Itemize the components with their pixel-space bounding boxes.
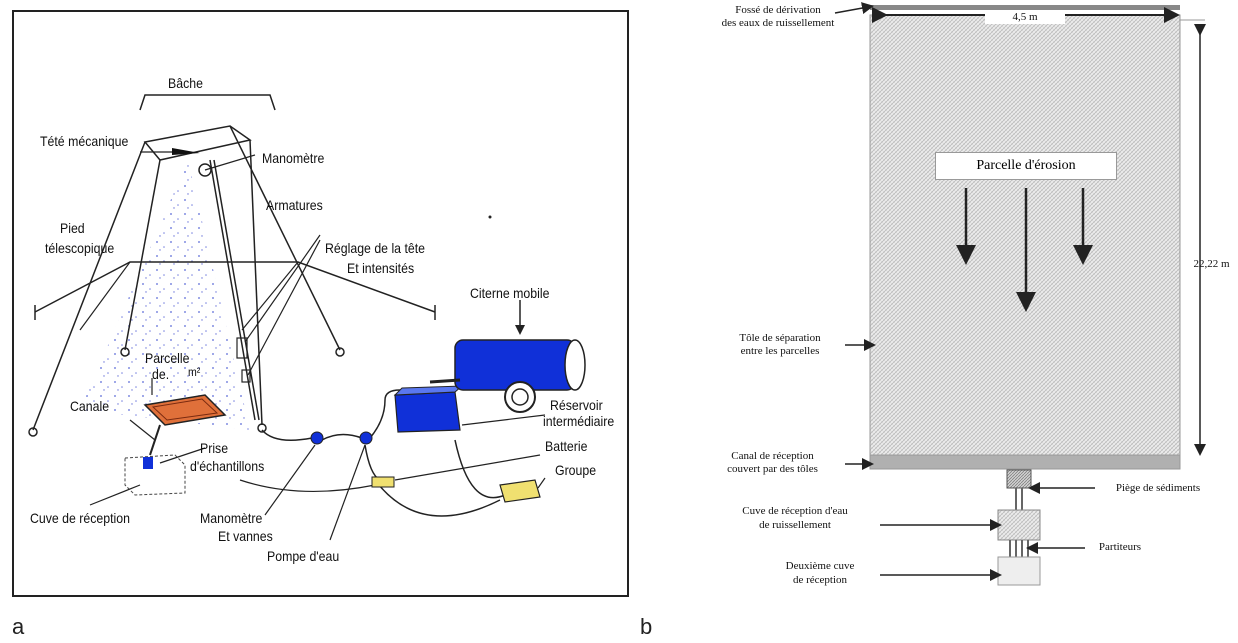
collection-tank: [124, 454, 186, 496]
generator-group: [499, 479, 541, 503]
reception-canal: [869, 454, 1181, 470]
ditch-bar: [870, 5, 1180, 10]
nozzle-head: [172, 148, 200, 155]
label-manometre-bottom-1: Manomètre: [200, 510, 263, 526]
panel-letter-b: b: [640, 614, 653, 639]
label-tole-1: Tôle de séparation: [739, 332, 821, 344]
label-citerne: Citerne mobile: [470, 285, 550, 301]
simulator-drawing: [12, 10, 629, 597]
label-groupe: Groupe: [555, 462, 597, 478]
label-manometre-bottom-2: Et vannes: [218, 528, 273, 544]
label-parcelle: Parcelle: [145, 350, 190, 366]
label-cuve2-1: Deuxième cuve: [785, 560, 855, 572]
label-fosse-2: des eaux de ruissellement: [721, 17, 835, 29]
label-piege: Piège de sédiments: [1115, 482, 1201, 494]
label-canale: Canale: [70, 398, 110, 414]
label-fosse-1: Fossé de dérivation: [735, 4, 821, 16]
label-pompe: Pompe d'eau: [267, 548, 340, 564]
label-tole-2: entre les parcelles: [740, 345, 820, 357]
label-reglage-2: Et intensités: [347, 260, 415, 276]
label-bache: Bâche: [168, 75, 203, 91]
label-telescopique: télescopique: [45, 240, 115, 256]
label-reservoir-2: intermédiaire: [543, 413, 615, 429]
label-manometre-top: Manomètre: [262, 150, 325, 166]
label-pied: Pied: [60, 220, 85, 236]
label-width: 4,5 m: [985, 11, 1065, 24]
label-reservoir-1: Réservoir: [550, 397, 603, 413]
label-length: 22,22 m: [1193, 258, 1230, 270]
label-reglage-1: Réglage de la tête: [325, 240, 426, 256]
label-batterie: Batterie: [545, 438, 588, 454]
first-tank: [997, 509, 1041, 541]
label-armatures: Armatures: [266, 197, 323, 213]
label-canal-2: couvert par des tôles: [727, 463, 818, 475]
panel-a-rain-simulator: Bâche Tété mécanique Manomètre Armatures…: [12, 10, 629, 639]
label-cuve: Cuve de réception: [30, 510, 131, 526]
label-tete-mecanique: Tété mécanique: [40, 133, 129, 149]
panel-b-erosion-plot: Parcelle d'érosion Fossé de dérivation d…: [640, 0, 1238, 643]
label-parcelle-de: de.: [152, 366, 170, 382]
label-canal-1: Canal de réception: [731, 450, 814, 462]
label-cuve1-2: de ruissellement: [759, 519, 831, 531]
panel-letter-a: a: [12, 614, 25, 639]
sediment-trap: [1006, 469, 1032, 489]
label-cuve1-1: Cuve de réception d'eau: [742, 505, 848, 517]
bache-bracket: [139, 94, 276, 111]
label-cuve2-2: de réception: [792, 574, 848, 586]
label-parcelle-unit: m²: [188, 365, 201, 379]
second-tank: [997, 556, 1041, 586]
label-prise-2: d'échantillons: [190, 458, 265, 474]
intermediate-reservoir: [394, 391, 461, 433]
label-prise-1: Prise: [200, 440, 229, 456]
label-partiteurs: Partiteurs: [1098, 541, 1142, 553]
plot-title-box: Parcelle d'érosion: [935, 152, 1117, 180]
erosion-plot-drawing: [834, 2, 1206, 586]
rain-spray: [80, 160, 250, 430]
panel-a-frame: [12, 10, 629, 597]
